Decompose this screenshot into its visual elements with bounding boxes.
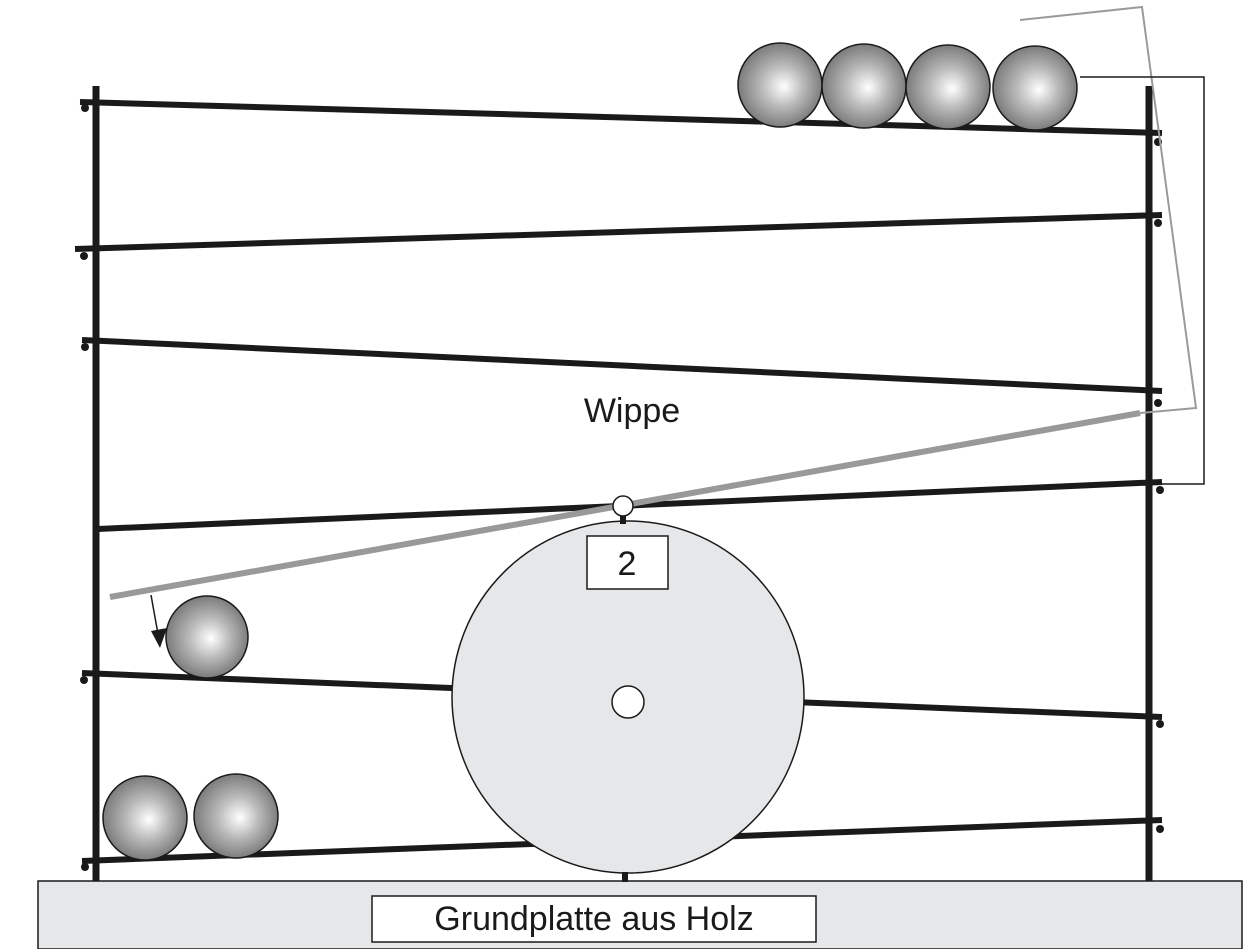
counterweight-wire [1080,76,1205,485]
ball-bottom-2 [193,773,279,859]
release-arrowhead [151,628,167,648]
ramp-1 [79,99,1163,136]
ball-top-4 [992,45,1078,131]
ramp-3 [81,337,1163,394]
seesaw-pivot [612,495,634,517]
wheel-number-box [586,535,669,590]
ball-middle [165,595,249,679]
seesaw-label: Wippe [584,392,680,430]
base-plate-label-box [371,895,817,943]
base-plate-label: Grundplatte aus Holz [434,900,753,938]
ramp-2 [74,212,1163,252]
ball-bottom-1 [102,775,188,861]
ball-top-3 [905,44,991,130]
ball-top-1 [737,42,823,128]
release-arrow-line [150,594,159,635]
wheel-number: 2 [618,545,637,583]
wheel-axle [611,685,645,719]
trigger-lever [1019,5,1198,414]
ball-top-2 [821,43,907,129]
